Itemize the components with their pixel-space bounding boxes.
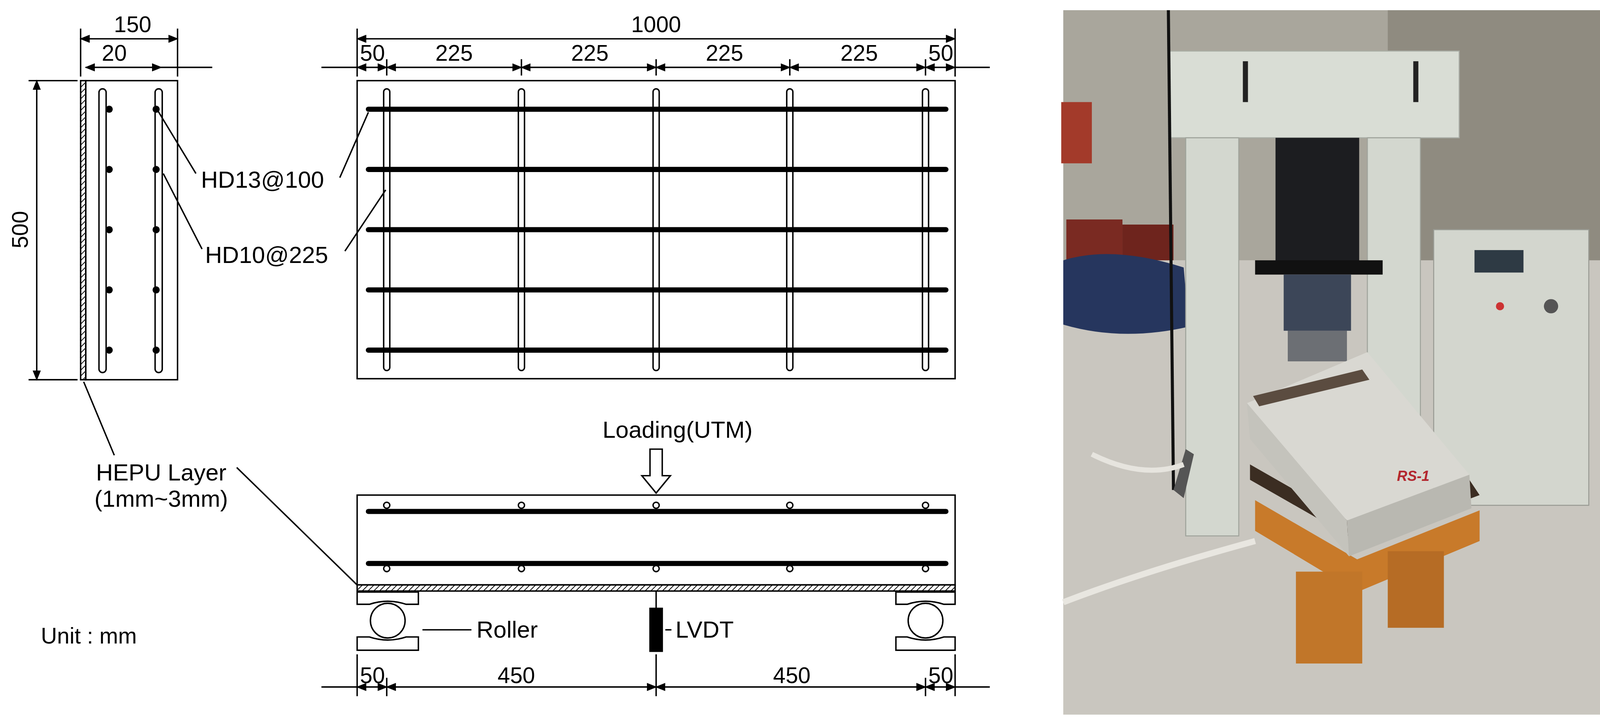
- part-label: Roller: [476, 616, 538, 644]
- layer-label: HEPU Layer (1mm~3mm): [84, 458, 238, 513]
- dimension: 1000: [631, 11, 682, 38]
- dimension: 225: [435, 39, 473, 66]
- dimension: 225: [571, 39, 609, 66]
- part-label: LVDT: [675, 616, 734, 644]
- dimension: 150: [114, 11, 152, 38]
- dimension: 225: [840, 39, 878, 66]
- dimension: 50: [360, 662, 386, 689]
- dimension: 50: [928, 39, 954, 66]
- load-label: Loading(UTM): [602, 416, 753, 444]
- dimension: 50: [928, 662, 954, 689]
- dimension: 20: [101, 39, 127, 66]
- dimension: 225: [705, 39, 744, 66]
- rebar-label: HD10@225: [205, 241, 329, 269]
- dimension: 450: [497, 662, 536, 689]
- dimension: 450: [772, 662, 811, 689]
- specimen-mark: RS-1: [1397, 467, 1430, 484]
- unit-note: Unit : mm: [40, 622, 137, 649]
- rebar-label: HD13@100: [200, 166, 324, 194]
- dimension: 500: [7, 210, 34, 249]
- dimension: 50: [360, 39, 386, 66]
- test-photo: [1061, 10, 1600, 715]
